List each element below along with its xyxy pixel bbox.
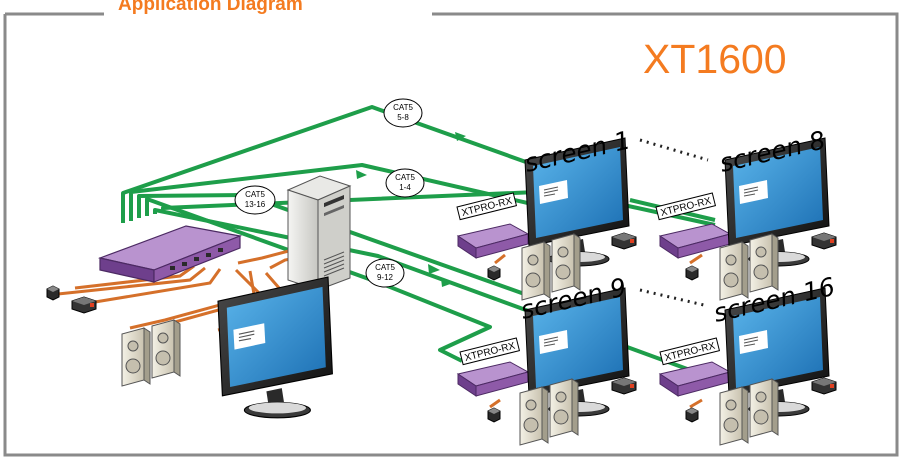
connector-1 <box>487 265 501 281</box>
receiver-label-8: XTPRO-RX <box>655 192 717 221</box>
svg-text:CAT5: CAT5 <box>375 263 395 272</box>
mouse-1-icon <box>611 232 637 250</box>
receiver-label-9: XTPRO-RX <box>459 337 521 366</box>
connector-16 <box>685 407 699 423</box>
cat5-label-5-8: CAT5 5-8 <box>383 98 423 128</box>
svg-text:9-12: 9-12 <box>377 273 394 282</box>
mouse-8-icon <box>811 232 837 250</box>
receiver-label-16: XTPRO-RX <box>659 337 721 366</box>
cat5-label-9-12: CAT5 9-12 <box>365 258 405 288</box>
svg-text:CAT5: CAT5 <box>393 103 413 112</box>
svg-text:CAT5: CAT5 <box>245 190 265 199</box>
receiver-9 <box>457 361 529 397</box>
cable-arrows <box>356 132 466 287</box>
local-connector <box>46 285 60 301</box>
svg-text:13-16: 13-16 <box>245 200 266 209</box>
connector-8 <box>685 265 699 281</box>
svg-text:1-4: 1-4 <box>399 183 411 192</box>
kvm-switch <box>97 225 243 283</box>
cat5-label-13-16: CAT5 13-16 <box>234 185 276 215</box>
model-name: XT1600 <box>643 36 787 82</box>
receiver-1 <box>457 223 529 259</box>
mouse-16-icon <box>811 377 837 395</box>
local-speakers <box>121 319 181 387</box>
cat5-cables <box>121 105 716 372</box>
receiver-16 <box>659 361 731 397</box>
svg-text:5-8: 5-8 <box>397 113 409 122</box>
local-mouse-icon <box>71 296 97 314</box>
frame-border <box>3 12 899 457</box>
local-monitor <box>217 276 333 419</box>
cat5-label-1-4: CAT5 1-4 <box>385 168 425 198</box>
connector-9 <box>487 407 501 423</box>
mouse-9-icon <box>611 377 637 395</box>
receiver-8 <box>659 223 731 259</box>
svg-text:CAT5: CAT5 <box>395 173 415 182</box>
dotted-separators <box>639 138 709 308</box>
diagram-title: Application Diagram <box>112 0 309 16</box>
pc-tower <box>286 175 352 291</box>
